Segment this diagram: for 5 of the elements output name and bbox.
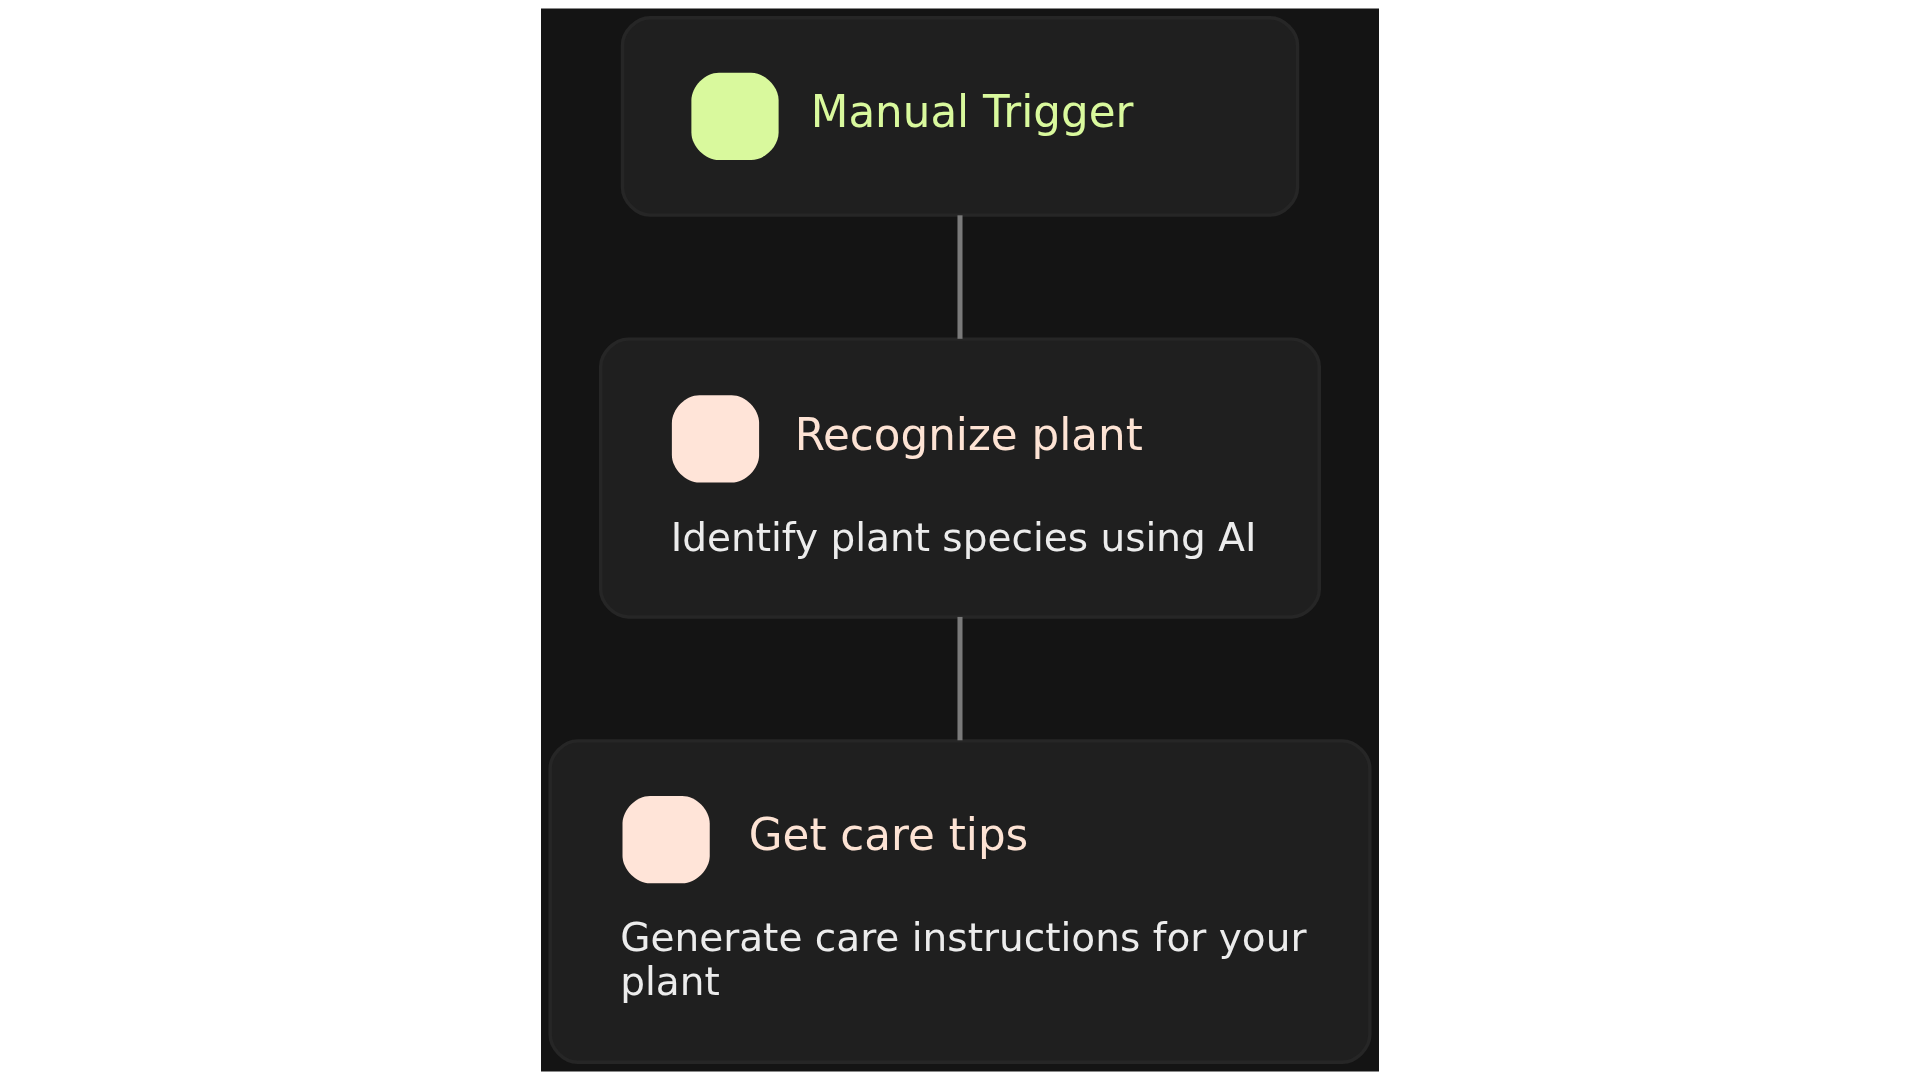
node-box: Manual Trigger bbox=[620, 15, 1300, 217]
node-box: Recognize plant Identify plant species using AI bbox=[598, 337, 1322, 619]
connector bbox=[957, 616, 963, 741]
connector bbox=[957, 215, 963, 339]
node-box: Get care tips Generate care instructions for your plant bbox=[548, 739, 1372, 1065]
